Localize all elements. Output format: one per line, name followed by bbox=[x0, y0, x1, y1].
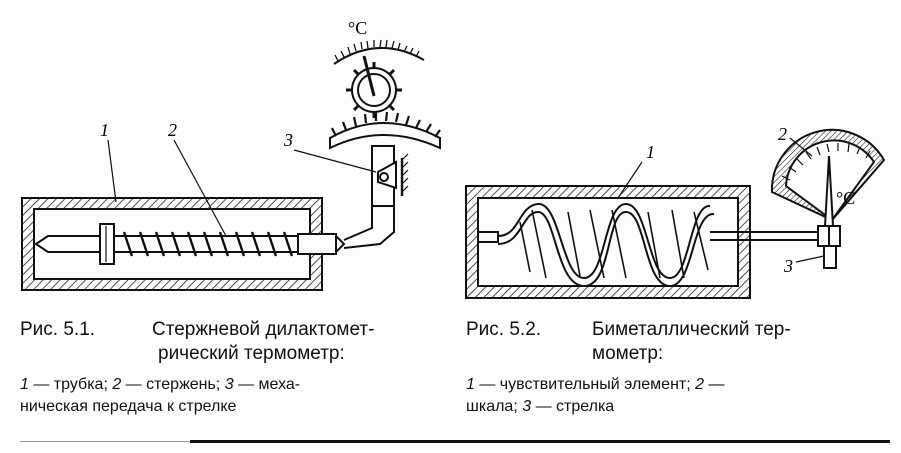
fig2-legend: 1 — чувствительный элемент; 2 — шкала; 3… bbox=[466, 374, 886, 418]
fig1-caption: Рис. 5.1. Стержневой дилактомет- рически… bbox=[20, 318, 450, 418]
fig1-legend-text-1: — трубка; bbox=[28, 376, 113, 393]
fig1-unit-label: °C bbox=[348, 18, 367, 38]
fig1-transmission bbox=[343, 145, 409, 249]
fig1-legend-line2: ническая передача к стрелке bbox=[20, 398, 237, 415]
fig1-legend-num-2: 2 bbox=[112, 376, 122, 393]
fig2-callout-1: 1 bbox=[646, 142, 655, 162]
fig2-unit-label: °C bbox=[836, 188, 855, 208]
fig1-drawing: °C 1 2 3 bbox=[21, 18, 441, 291]
fig2-caption-number: Рис. 5.2. bbox=[466, 319, 542, 340]
fig2-pointer bbox=[817, 155, 841, 269]
fig1-callout-2: 2 bbox=[168, 120, 177, 140]
fig2-leaders bbox=[617, 137, 825, 263]
fig2-legend-line2-a: шкала; bbox=[466, 398, 523, 415]
fig2-drawing: °C 1 2 3 bbox=[465, 124, 886, 299]
fig1-legend-text-3: — меха- bbox=[233, 376, 301, 393]
fig2-legend-num-2: 2 bbox=[695, 376, 705, 393]
fig2-caption-title-line2: мометр: bbox=[592, 343, 664, 364]
fig1-callout-3: 3 bbox=[283, 130, 293, 150]
page-rule bbox=[190, 440, 890, 443]
fig1-rod bbox=[34, 223, 346, 265]
fig2-legend-line2-b: — стрелка bbox=[531, 398, 615, 415]
fig1-legend-num-1: 1 bbox=[20, 376, 29, 393]
fig2-bimetal-element bbox=[477, 202, 822, 288]
fig1-legend: 1 — трубка; 2 — стержень; 3 — меха- ниче… bbox=[20, 374, 450, 418]
fig2-callout-2: 2 bbox=[778, 124, 787, 144]
fig2-caption: Рис. 5.2. Биметаллический тер- мометр: 1… bbox=[466, 318, 886, 418]
fig2-callout-3: 3 bbox=[783, 256, 793, 276]
fig1-caption-number: Рис. 5.1. bbox=[20, 319, 96, 340]
fig2-legend-num-3: 3 bbox=[522, 398, 532, 415]
fig2-legend-num-1: 1 bbox=[466, 376, 475, 393]
fig1-dial bbox=[333, 39, 425, 97]
fig1-callout-1: 1 bbox=[100, 120, 109, 140]
fig1-legend-num-3: 3 bbox=[224, 376, 234, 393]
fig1-caption-title-line2: рический термометр: bbox=[158, 343, 345, 364]
fig2-caption-title-line1: Биметаллический тер- bbox=[592, 319, 791, 340]
fig2-housing bbox=[465, 185, 751, 299]
fig2-legend-text-2: — bbox=[704, 376, 725, 393]
fig2-legend-text-1: — чувствительный элемент; bbox=[474, 376, 696, 393]
page-rule-thin bbox=[20, 441, 190, 442]
fig1-legend-text-2: — стержень; bbox=[121, 376, 225, 393]
fig1-caption-title-line1: Стержневой дилактомет- bbox=[152, 319, 375, 340]
fig1-leaders bbox=[107, 139, 377, 237]
fig1-gear-sector bbox=[329, 111, 441, 150]
